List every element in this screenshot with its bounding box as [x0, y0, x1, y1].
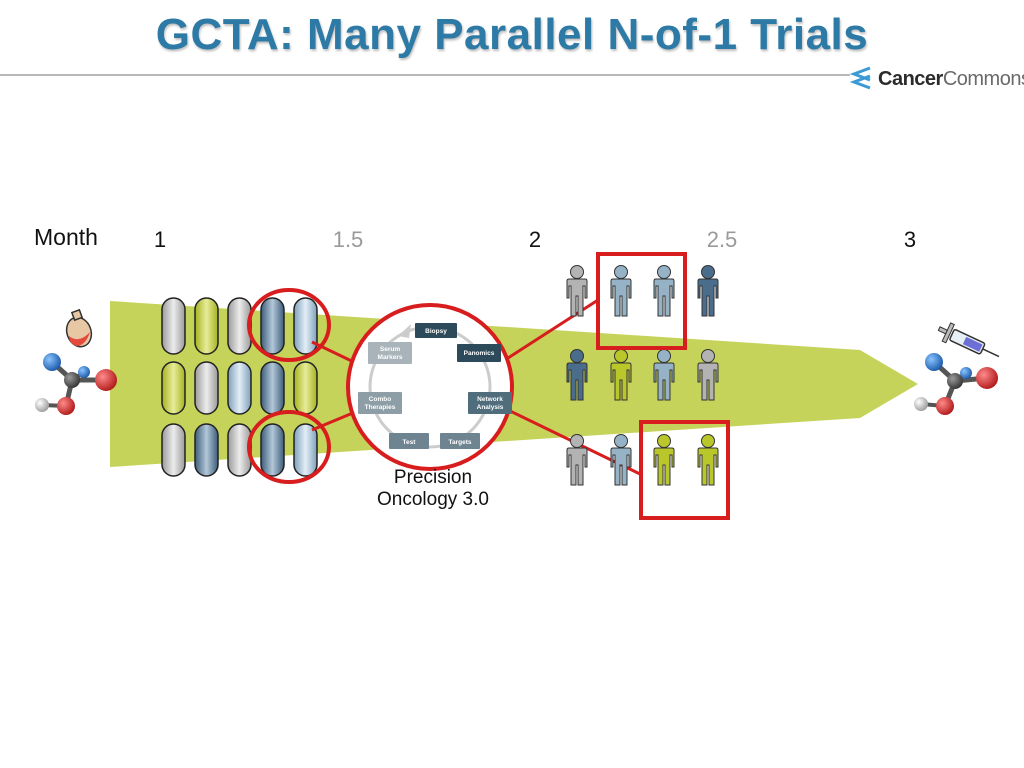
cycle-step-biopsy [415, 323, 457, 338]
cycle-step-network-analysis [468, 392, 512, 414]
cycle-step-targets [440, 433, 480, 449]
cycle-step-serum-markers [368, 342, 412, 364]
capsule-icon [293, 361, 318, 415]
syringe-icon [937, 322, 1000, 358]
molecule-icon [914, 353, 998, 415]
capsule-grid [161, 297, 318, 477]
capsule-icon [227, 361, 252, 415]
capsule-icon [293, 297, 318, 355]
capsule-icon [194, 361, 219, 415]
month-tick: 2.5 [706, 227, 738, 252]
cycle-step-label: Serum [380, 346, 400, 353]
person-icon [566, 434, 588, 486]
person-icon [610, 265, 632, 317]
month-tick: 2 [528, 227, 542, 252]
flask-icon [65, 308, 93, 348]
title-rule [0, 74, 850, 76]
logo-text: CancerCommons [878, 68, 1024, 91]
capsule-icon [260, 297, 285, 355]
molecule-icon [35, 353, 117, 415]
person-icon [697, 265, 719, 317]
person-icon [653, 265, 675, 317]
person-icon [697, 434, 719, 486]
cycle-step-label: Markers [378, 354, 403, 361]
logo-mark-icon [849, 66, 871, 90]
precision-oncology-cycle: Biopsy Panomics Network Analysis Targets… [346, 303, 514, 471]
capsule-icon [161, 297, 186, 355]
cycle-step-combo-therapies [358, 392, 402, 414]
month-tick: 1 [153, 227, 167, 252]
person-icon [610, 434, 632, 486]
cycle-step-label: Biopsy [425, 328, 447, 335]
month-label: Month [34, 224, 98, 250]
cycle-step-label: Combo [369, 396, 391, 403]
patient-group-highlight [596, 252, 687, 350]
capsule-icon [293, 423, 318, 477]
cycle-step-panomics [457, 344, 501, 362]
capsule-icon [194, 423, 219, 477]
slide-title: GCTA: Many Parallel N-of-1 Trials [155, 10, 869, 59]
cycle-caption: Precision Oncology 3.0 [343, 467, 523, 511]
person-icon [653, 434, 675, 486]
capsule-icon [260, 361, 285, 415]
capsule-icon [161, 361, 186, 415]
capsule-icon [194, 297, 219, 355]
capsule-highlight-circle [247, 410, 331, 484]
capsule-icon [161, 423, 186, 477]
logo-text-bold: Cancer [878, 68, 943, 90]
cycle-step-test [389, 433, 429, 449]
cancer-commons-logo: CancerCommons [848, 64, 1024, 94]
patient-group-highlight [639, 420, 730, 520]
cycle-caption-line1: Precision [393, 467, 473, 488]
month-tick: 1.5 [332, 227, 364, 252]
cycle-step-label: Targets [449, 439, 472, 446]
capsule-highlight-circle [247, 288, 331, 362]
cycle-step-label: Therapies [365, 404, 396, 411]
cycle-step-label: Test [403, 439, 417, 446]
capsule-icon [260, 423, 285, 477]
cycle-step-label: Network [477, 396, 503, 403]
cycle-caption-line2: Oncology 3.0 [377, 489, 489, 510]
logo-text-light: Commons [942, 68, 1024, 90]
cycle-step-label: Analysis [477, 404, 504, 411]
month-tick: 3 [903, 227, 917, 252]
cycle-step-label: Panomics [464, 350, 495, 357]
